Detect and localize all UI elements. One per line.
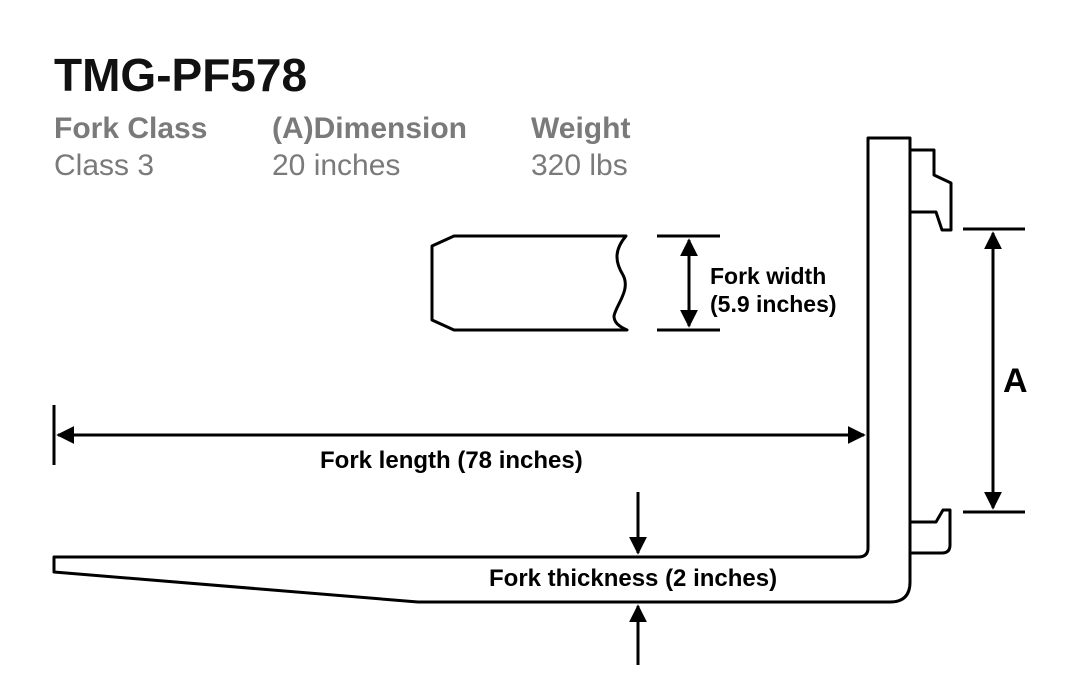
spec-weight: Weight 320 lbs <box>531 112 630 183</box>
a-dimension-label: A <box>1003 362 1028 400</box>
product-title: TMG-PF578 <box>54 49 308 101</box>
fork-length-label: Fork length (78 inches) <box>320 447 583 474</box>
spec-value: 20 inches <box>272 149 401 182</box>
spec-header: Weight <box>531 112 631 145</box>
fork-width-label: Fork width <box>710 263 826 289</box>
fork-cross-section <box>430 234 629 332</box>
fork-width-value-label: (5.9 inches) <box>710 291 837 317</box>
spec-a-dimension: (A)Dimension 20 inches <box>272 112 467 183</box>
upper-hook <box>910 148 953 232</box>
spec-value: Class 3 <box>54 149 155 182</box>
lower-hook <box>910 508 952 555</box>
fork-outline <box>52 136 912 604</box>
fork-thickness-label: Fork thickness (2 inches) <box>489 565 777 592</box>
spec-value: 320 lbs <box>531 149 628 182</box>
spec-header: Fork Class <box>54 112 208 145</box>
spec-header: (A)Dimension <box>272 112 467 145</box>
spec-fork-class: Fork Class Class 3 <box>54 112 207 183</box>
